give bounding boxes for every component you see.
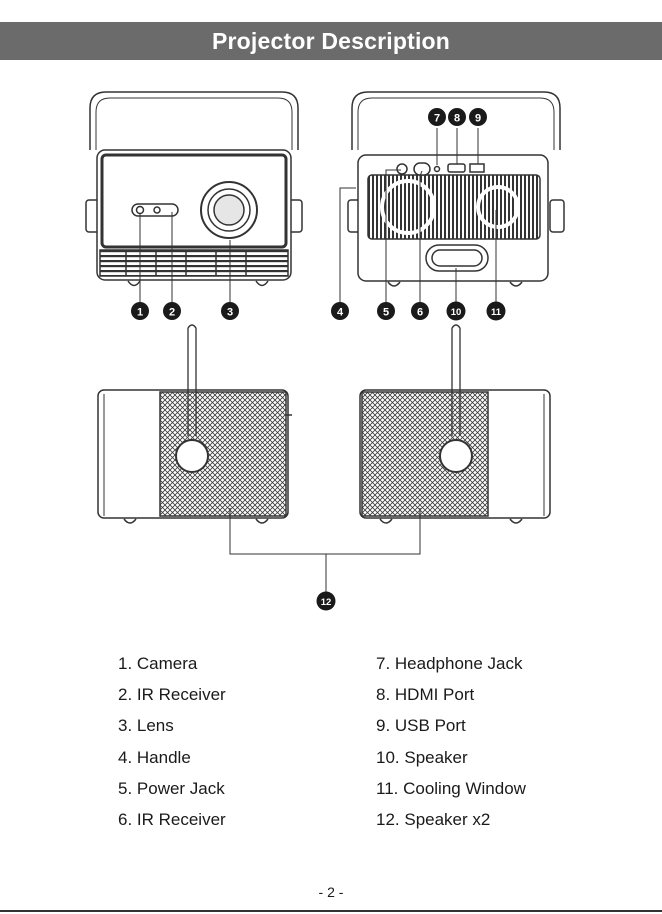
legend-item: 10. Speaker [376,742,526,773]
callout-3: 3 [221,302,239,320]
svg-text:2: 2 [169,307,175,319]
legend-right-column: 7. Headphone Jack 8. HDMI Port 9. USB Po… [376,648,526,835]
lens-glass [214,195,244,225]
legend-item: 3. Lens [118,710,226,741]
power-jack-port [397,164,407,174]
legend-item: 5. Power Jack [118,773,226,804]
title-bar: Projector Description [0,22,662,60]
svg-text:3: 3 [227,307,233,319]
legend-left-column: 1. Camera 2. IR Receiver 3. Lens 4. Hand… [118,648,226,835]
projector-front-view [86,92,302,286]
callout-5: 5 [377,302,395,320]
callout-7: 7 [428,108,446,126]
callout-2: 2 [163,302,181,320]
projector-side-view-left [98,325,292,523]
legend-item: 4. Handle [118,742,226,773]
hdmi-port [448,164,465,172]
callout-10: 10 [447,302,466,321]
legend-item: 11. Cooling Window [376,773,526,804]
callout-11: 11 [487,302,506,321]
callout-12: 12 [317,592,336,611]
handle-front [90,92,298,150]
page-number: - 2 - [0,884,662,900]
legend-item: 2. IR Receiver [118,679,226,710]
svg-text:9: 9 [475,113,481,125]
svg-text:7: 7 [434,113,440,125]
svg-text:12: 12 [321,597,332,608]
legend-item: 7. Headphone Jack [376,648,526,679]
callout-6: 6 [411,302,429,320]
callout-8: 8 [448,108,466,126]
projector-diagram: 1 2 3 4 5 6 10 11 7 8 9 12 [0,80,662,620]
legend-item: 8. HDMI Port [376,679,526,710]
svg-text:4: 4 [337,307,344,319]
callout-9: 9 [469,108,487,126]
svg-text:8: 8 [454,113,460,125]
svg-text:5: 5 [383,307,389,319]
legend-item: 1. Camera [118,648,226,679]
page-title: Projector Description [212,28,450,55]
svg-text:6: 6 [417,307,423,319]
callout-1: 1 [131,302,149,320]
svg-text:11: 11 [491,307,502,318]
bottom-rule [0,910,662,912]
svg-text:1: 1 [137,307,143,319]
svg-text:10: 10 [451,307,462,318]
legend-item: 9. USB Port [376,710,526,741]
callout-4: 4 [331,302,349,320]
legend-item: 6. IR Receiver [118,804,226,835]
usb-port [470,164,484,172]
projector-side-view-right [360,325,550,523]
legend-item: 12. Speaker x2 [376,804,526,835]
ir-receiver-back [414,163,430,175]
